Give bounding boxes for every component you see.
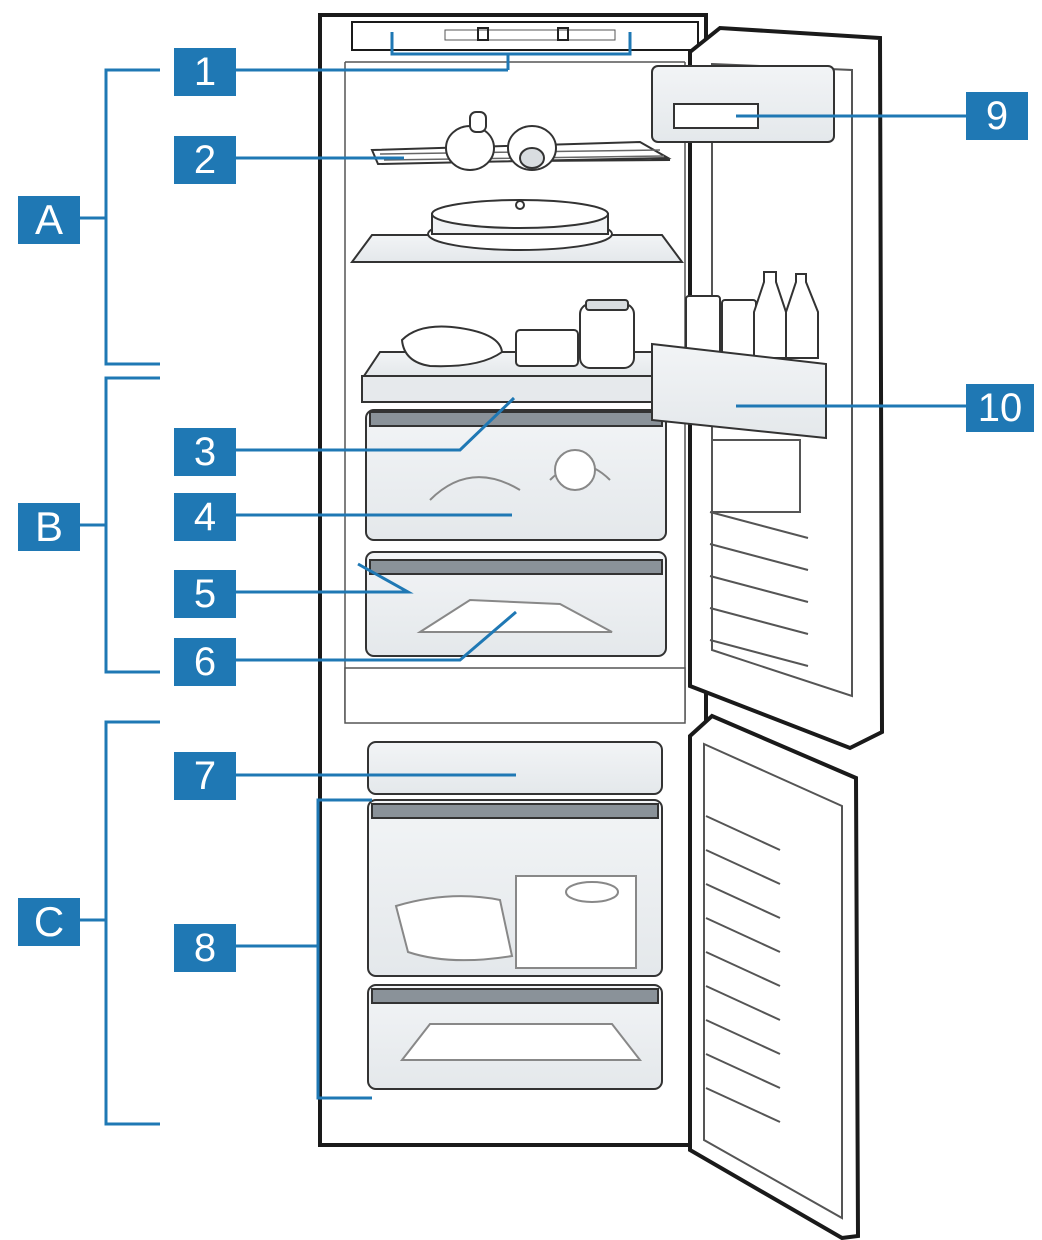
- callout-9: 9: [966, 92, 1028, 140]
- freezer-drawer-bottom: [367, 984, 663, 1090]
- crisper-drawer-upper: [365, 409, 667, 541]
- cake-plate: [427, 199, 613, 251]
- door-ribs-upper: [709, 511, 809, 667]
- callout-4: 4: [174, 493, 236, 541]
- bottles-lying: [445, 111, 557, 171]
- callout-6: 6: [174, 638, 236, 686]
- door-bottles: [685, 271, 819, 359]
- callout-5: 5: [174, 570, 236, 618]
- callout-10: 10: [966, 384, 1034, 432]
- door-ribs-lower: [705, 815, 781, 1123]
- callout-8: 8: [174, 924, 236, 972]
- control-panel: [351, 21, 699, 51]
- crisper-drawer-lower: [365, 551, 667, 657]
- callout-leaders: [236, 32, 966, 1100]
- freezer-door: [688, 713, 861, 1240]
- zone-label-b: B: [18, 503, 80, 551]
- callout-1: 1: [174, 48, 236, 96]
- door-bin-bottom: [651, 342, 827, 440]
- callout-7: 7: [174, 752, 236, 800]
- zone-brackets: [80, 68, 160, 1126]
- callout-2: 2: [174, 136, 236, 184]
- freezer-drawer-middle: [367, 799, 663, 977]
- dispenser-area: [711, 439, 801, 513]
- freezer-drawer-top: [367, 741, 663, 795]
- shelf-food: [400, 299, 635, 369]
- callout-3: 3: [174, 428, 236, 476]
- zone-label-c: C: [18, 898, 80, 946]
- zone-label-a: A: [18, 196, 80, 244]
- door-bin-top: [651, 65, 835, 143]
